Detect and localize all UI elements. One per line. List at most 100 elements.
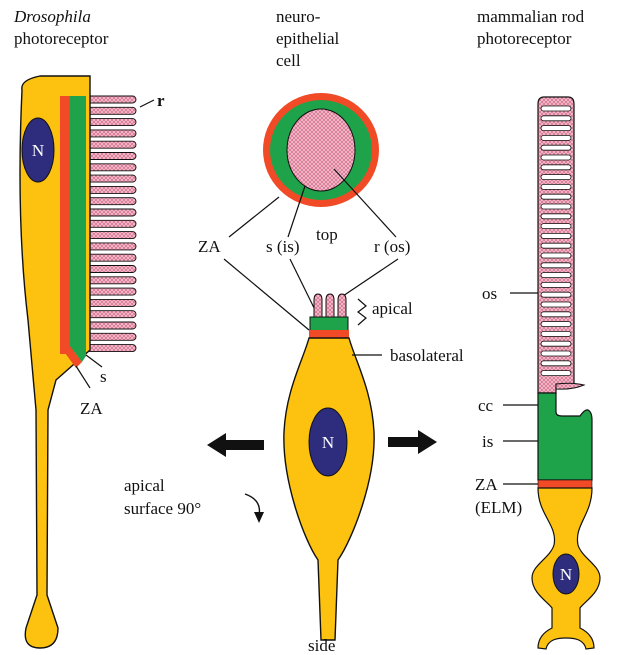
bold-right-arrow-icon (388, 430, 437, 454)
neuroepithelial-side-view: N apical basolateral side (284, 294, 464, 655)
rhabdomere-finger (84, 277, 136, 284)
drosophila-title-rest: photoreceptor (14, 29, 109, 48)
rod-disc (541, 155, 571, 160)
rod-disc (541, 282, 571, 287)
drosophila-title-italic: Drosophila (13, 7, 91, 26)
neuroepithelial-top-view: ZA s (is) top r (os) (198, 93, 410, 330)
rotation-line1: apical (124, 476, 165, 495)
rod-disc (541, 214, 571, 219)
rod-disc (541, 341, 571, 346)
rhabdomere-finger (84, 254, 136, 261)
bold-left-arrow-icon (207, 433, 264, 457)
rhabdomere-finger (84, 288, 136, 295)
side-label-side: side (308, 636, 335, 655)
drosophila-za-band (60, 96, 70, 354)
rhabdomere-finger (84, 333, 136, 340)
rod-disc (541, 273, 571, 278)
rod-disc (541, 126, 571, 131)
rod-disc-fringe (556, 383, 584, 389)
mammal-title-line2: photoreceptor (477, 29, 572, 48)
drosophila-nucleus-label: N (32, 141, 44, 160)
side-stalk-band (310, 317, 348, 331)
rod-disc (541, 194, 571, 199)
rhabdomere-finger (84, 153, 136, 160)
top-label-s: s (is) (266, 237, 300, 256)
curved-down-arrow-icon (245, 494, 259, 515)
rod-disc (541, 184, 571, 189)
rhabdomere-finger (84, 299, 136, 306)
rod-nucleus-label: N (560, 565, 572, 584)
rod-disc (541, 351, 571, 356)
rod-outer-segment (538, 97, 574, 393)
rhabdomere-finger (84, 198, 136, 205)
rod-disc (541, 292, 571, 297)
rod-disc (541, 302, 571, 307)
rhabdomere-fingers (84, 96, 136, 352)
top-label-r: r (os) (374, 237, 410, 256)
rod-disc (541, 204, 571, 209)
rod-disc (541, 331, 571, 336)
top-membrane (287, 109, 355, 191)
side-villus-1 (314, 294, 322, 318)
rod-za-band (538, 480, 592, 488)
rod-label-za: ZA (475, 475, 498, 494)
rhabdomere-finger (84, 141, 136, 148)
rod-disc (541, 371, 571, 376)
rhabdomere-finger (84, 266, 136, 273)
rod-disc (541, 135, 571, 140)
neuroepithelial-title: neuro- epithelial cell (276, 7, 340, 70)
side-villus-2 (326, 294, 334, 318)
rod-disc (541, 106, 571, 111)
top-label-top: top (316, 225, 338, 244)
rotation-line2: surface 90° (124, 499, 201, 518)
rhabdomere-finger (84, 175, 136, 182)
rhabdomere-finger (84, 220, 136, 227)
rhabdomere-finger (84, 130, 136, 137)
rod-disc (541, 165, 571, 170)
rhabdomere-finger (84, 243, 136, 250)
rhabdomere-finger (84, 232, 136, 239)
neuro-title-line3: cell (276, 51, 301, 70)
rod-label-elm: (ELM) (475, 498, 522, 517)
leader-za (76, 366, 90, 388)
mammal-title-line1: mammalian rod (477, 7, 585, 26)
rod-disc (541, 233, 571, 238)
side-label-apical: apical (372, 299, 413, 318)
side-cell-body (284, 338, 374, 640)
rod-label-os: os (482, 284, 497, 303)
mammalian-rod-photoreceptor: N os cc is ZA (ELM) (475, 97, 600, 649)
drosophila-stalk (70, 96, 86, 352)
rhabdomere-finger (84, 107, 136, 114)
rod-inner-segment (538, 393, 592, 480)
side-villus-3 (338, 294, 346, 318)
drosophila-label-r: r (157, 91, 165, 110)
mammalian-title: mammalian rod photoreceptor (477, 7, 585, 48)
rod-label-is: is (482, 432, 493, 451)
rod-label-cc: cc (478, 396, 494, 415)
apical-bracket (358, 299, 366, 325)
rod-disc (541, 253, 571, 258)
rod-disc (541, 224, 571, 229)
drosophila-title: Drosophila photoreceptor (13, 7, 109, 48)
rhabdomere-finger (84, 96, 136, 103)
rod-disc (541, 322, 571, 327)
rod-disc (541, 361, 571, 366)
neuro-title-line2: epithelial (276, 29, 340, 48)
rhabdomere-finger (84, 311, 136, 318)
side-nucleus-label: N (322, 433, 334, 452)
rod-disc (541, 243, 571, 248)
rhabdomere-finger (84, 322, 136, 329)
rhabdomere-finger (84, 164, 136, 171)
rod-disc (541, 116, 571, 121)
top-label-za: ZA (198, 237, 221, 256)
rod-disc (541, 312, 571, 317)
rod-disc (541, 263, 571, 268)
leader-s (86, 355, 102, 367)
drosophila-label-s: s (100, 367, 107, 386)
guide-za-side (224, 259, 309, 330)
neuro-title-line1: neuro- (276, 7, 321, 26)
guide-r-side (340, 259, 398, 298)
rhabdomere-finger (84, 345, 136, 352)
rod-disc (541, 145, 571, 150)
